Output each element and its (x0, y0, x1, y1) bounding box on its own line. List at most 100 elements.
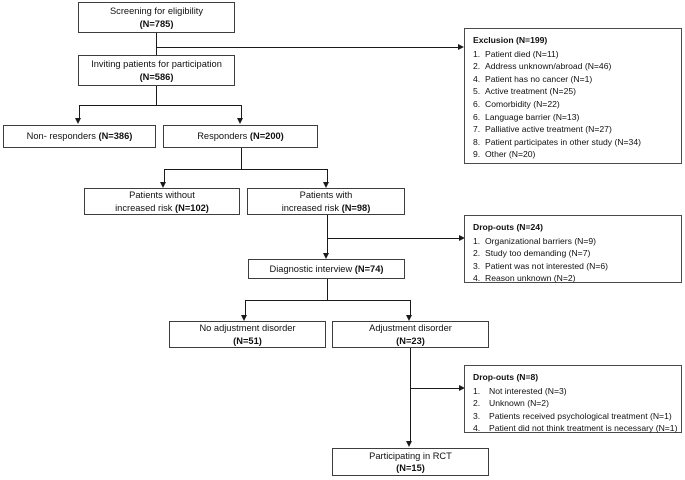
node-participating-in-rct[interactable]: Participating in RCT (N=15) (332, 448, 489, 476)
node-no-adjustment-disorder[interactable]: No adjustment disorder (N=51) (169, 321, 326, 348)
list-item-text: Palliative active treatment (N=27) (485, 124, 612, 135)
panel-dropouts-first-list: 1. Organizational barriers (N=9) 2. Study … (473, 235, 674, 285)
panel-dropouts-first[interactable]: Drop-outs (N=24) 1. Organizational barrie… (464, 215, 682, 283)
list-item-number: 6. (473, 98, 481, 109)
node-inviting-line2: (N=586) (139, 71, 174, 82)
node-with-risk-line2: increased risk (N=98) (281, 202, 371, 213)
list-item: 3. Patients received psychological treatm… (473, 410, 674, 423)
list-item-text: Comorbidity (N=22) (485, 98, 560, 109)
arrowhead-to-responders (237, 118, 244, 124)
list-item-text: Patients received psychological treatmen… (489, 410, 672, 421)
list-item: 7. Palliative active treatment (N=27) (473, 123, 674, 136)
node-screening[interactable]: Screening for eligibility (N=785) (78, 2, 235, 33)
node-responders[interactable]: Responders (N=200) (163, 125, 318, 148)
node-inviting[interactable]: Inviting patients for participation (N=5… (78, 55, 235, 86)
panel-dropouts-first-title: Drop-outs (N=24) (473, 222, 543, 232)
node-without-risk-line2: increased risk (N=102) (115, 202, 209, 213)
list-item-number: 7. (473, 124, 481, 135)
list-item-number: 4. (473, 73, 481, 84)
list-item-text: Patient participates in other study (N=3… (485, 136, 641, 147)
node-without-risk-line1: Patients without (129, 190, 195, 201)
arrowhead-to-rct (406, 441, 413, 447)
connector-diagnostic-down (327, 279, 329, 301)
arrowhead-to-exclusion (458, 43, 464, 50)
list-item: 2. Study too demanding (N=7) (473, 247, 674, 260)
connector-to-no-adjustment (245, 300, 247, 316)
list-item-text: Patient died (N=11) (485, 48, 559, 59)
node-diagnostic-interview-label: Diagnostic interview (N=74) (269, 263, 384, 274)
list-item: 8.Patient participates in other study (N… (473, 136, 674, 149)
list-item: 1. Organizational barriers (N=9) (473, 235, 674, 248)
node-responders-label: Responders (N=200) (197, 131, 284, 142)
panel-dropouts-second-title: Drop-outs (N=8) (473, 372, 539, 382)
node-non-responders-label: Non- responders (N=386) (26, 131, 133, 142)
connector-to-non-responders (79, 105, 81, 119)
node-diagnostic-interview[interactable]: Diagnostic interview (N=74) (248, 259, 405, 279)
list-item-text: Other (N=20) (485, 149, 536, 160)
connector-responders-split (164, 169, 327, 171)
node-inviting-line1: Inviting patients for participation (91, 59, 222, 70)
list-item-text: Active treatment (N=25) (485, 86, 576, 97)
list-item-text: Organizational barriers (N=9) (485, 235, 597, 246)
panel-exclusion-title: Exclusion (N=199) (473, 35, 548, 45)
list-item-number: 4. (473, 423, 481, 434)
list-item-number: 2. (473, 248, 481, 259)
list-item-text: Patient was not interested (N=6) (485, 260, 609, 271)
arrowhead-to-non-responders (75, 118, 82, 124)
list-item: 4. Patient has no cancer (N=1) (473, 73, 674, 86)
arrowhead-to-dropouts-1 (459, 234, 465, 241)
panel-dropouts-second-list: 1.Not interested (N=3) 2.Unknown (N=2) 3… (473, 385, 677, 435)
connector-with-risk-down (327, 215, 329, 255)
list-item: 6. Comorbidity (N=22) (473, 98, 674, 111)
list-item-text: Patient has no cancer (N=1) (485, 73, 593, 84)
node-non-responders[interactable]: Non- responders (N=386) (3, 125, 156, 148)
connector-diagnostic-split (245, 300, 411, 302)
arrowhead-to-without-risk (160, 182, 167, 188)
list-item-number: 1. (473, 385, 481, 396)
node-rct-line2: (N=15) (396, 463, 425, 473)
arrowhead-to-adjustment (406, 315, 413, 321)
connector-to-inviting (156, 47, 158, 57)
connector-inviting-down (156, 86, 158, 106)
list-item: 6.Language barrier (N=13) (473, 111, 674, 124)
node-screening-line2: (N=785) (139, 18, 174, 29)
node-adjustment-disorder[interactable]: Adjustment disorder (N=23) (332, 321, 489, 348)
list-item: 4.Patient did not think treatment is nec… (473, 422, 677, 435)
list-item-number: 3. (473, 260, 481, 271)
list-item-text: Study too demanding (N=7) (485, 248, 591, 259)
panel-dropouts-second[interactable]: Drop-outs (N=8) 1.Not interested (N=3) 2… (464, 365, 682, 433)
node-without-increased-risk[interactable]: Patients without increased risk (N=102) (84, 188, 240, 215)
node-with-increased-risk[interactable]: Patients with increased risk (N=98) (247, 188, 405, 215)
node-adjustment-line2: (N=23) (396, 335, 425, 346)
list-item-text: Language barrier (N=13) (485, 111, 580, 122)
node-no-adjustment-line2: (N=51) (233, 335, 262, 346)
list-item-text: Address unknown/abroad (N=46) (485, 61, 612, 72)
list-item: 2.Unknown (N=2) (473, 397, 674, 410)
arrowhead-to-diagnostic-interview (323, 253, 330, 259)
list-item-text: Unknown (N=2) (489, 398, 549, 409)
list-item-number: 4. (473, 273, 481, 284)
connector-to-without-risk (164, 169, 166, 183)
list-item: 2. Address unknown/abroad (N=46) (473, 60, 674, 73)
connector-to-dropouts-2 (410, 388, 461, 390)
panel-exclusion-list: 1.Patient died (N=11) 2. Address unknown/… (473, 48, 674, 161)
list-item-number: 2. (473, 61, 481, 72)
connector-inviting-split (79, 105, 242, 107)
connector-to-adjustment (410, 300, 412, 316)
list-item: 3. Patient was not interested (N=6) (473, 260, 674, 273)
connector-screening-to-exclusion (156, 47, 460, 49)
list-item-number: 1. (473, 235, 481, 246)
node-rct-line1: Participating in RCT (369, 450, 452, 461)
list-item: 4. Reason unknown (N=2) (473, 272, 674, 285)
list-item-number: 3. (473, 410, 481, 421)
connector-to-dropouts-1 (327, 238, 461, 240)
arrowhead-to-with-risk (323, 182, 330, 188)
connector-to-responders (241, 105, 243, 119)
list-item: 1.Patient died (N=11) (473, 48, 674, 61)
connector-screening-down (156, 33, 158, 48)
panel-exclusion[interactable]: Exclusion (N=199) 1.Patient died (N=11) … (464, 28, 682, 164)
arrowhead-to-dropouts-2 (459, 384, 465, 391)
node-with-risk-line1: Patients with (299, 190, 353, 201)
list-item-text: Reason unknown (N=2) (485, 273, 576, 284)
